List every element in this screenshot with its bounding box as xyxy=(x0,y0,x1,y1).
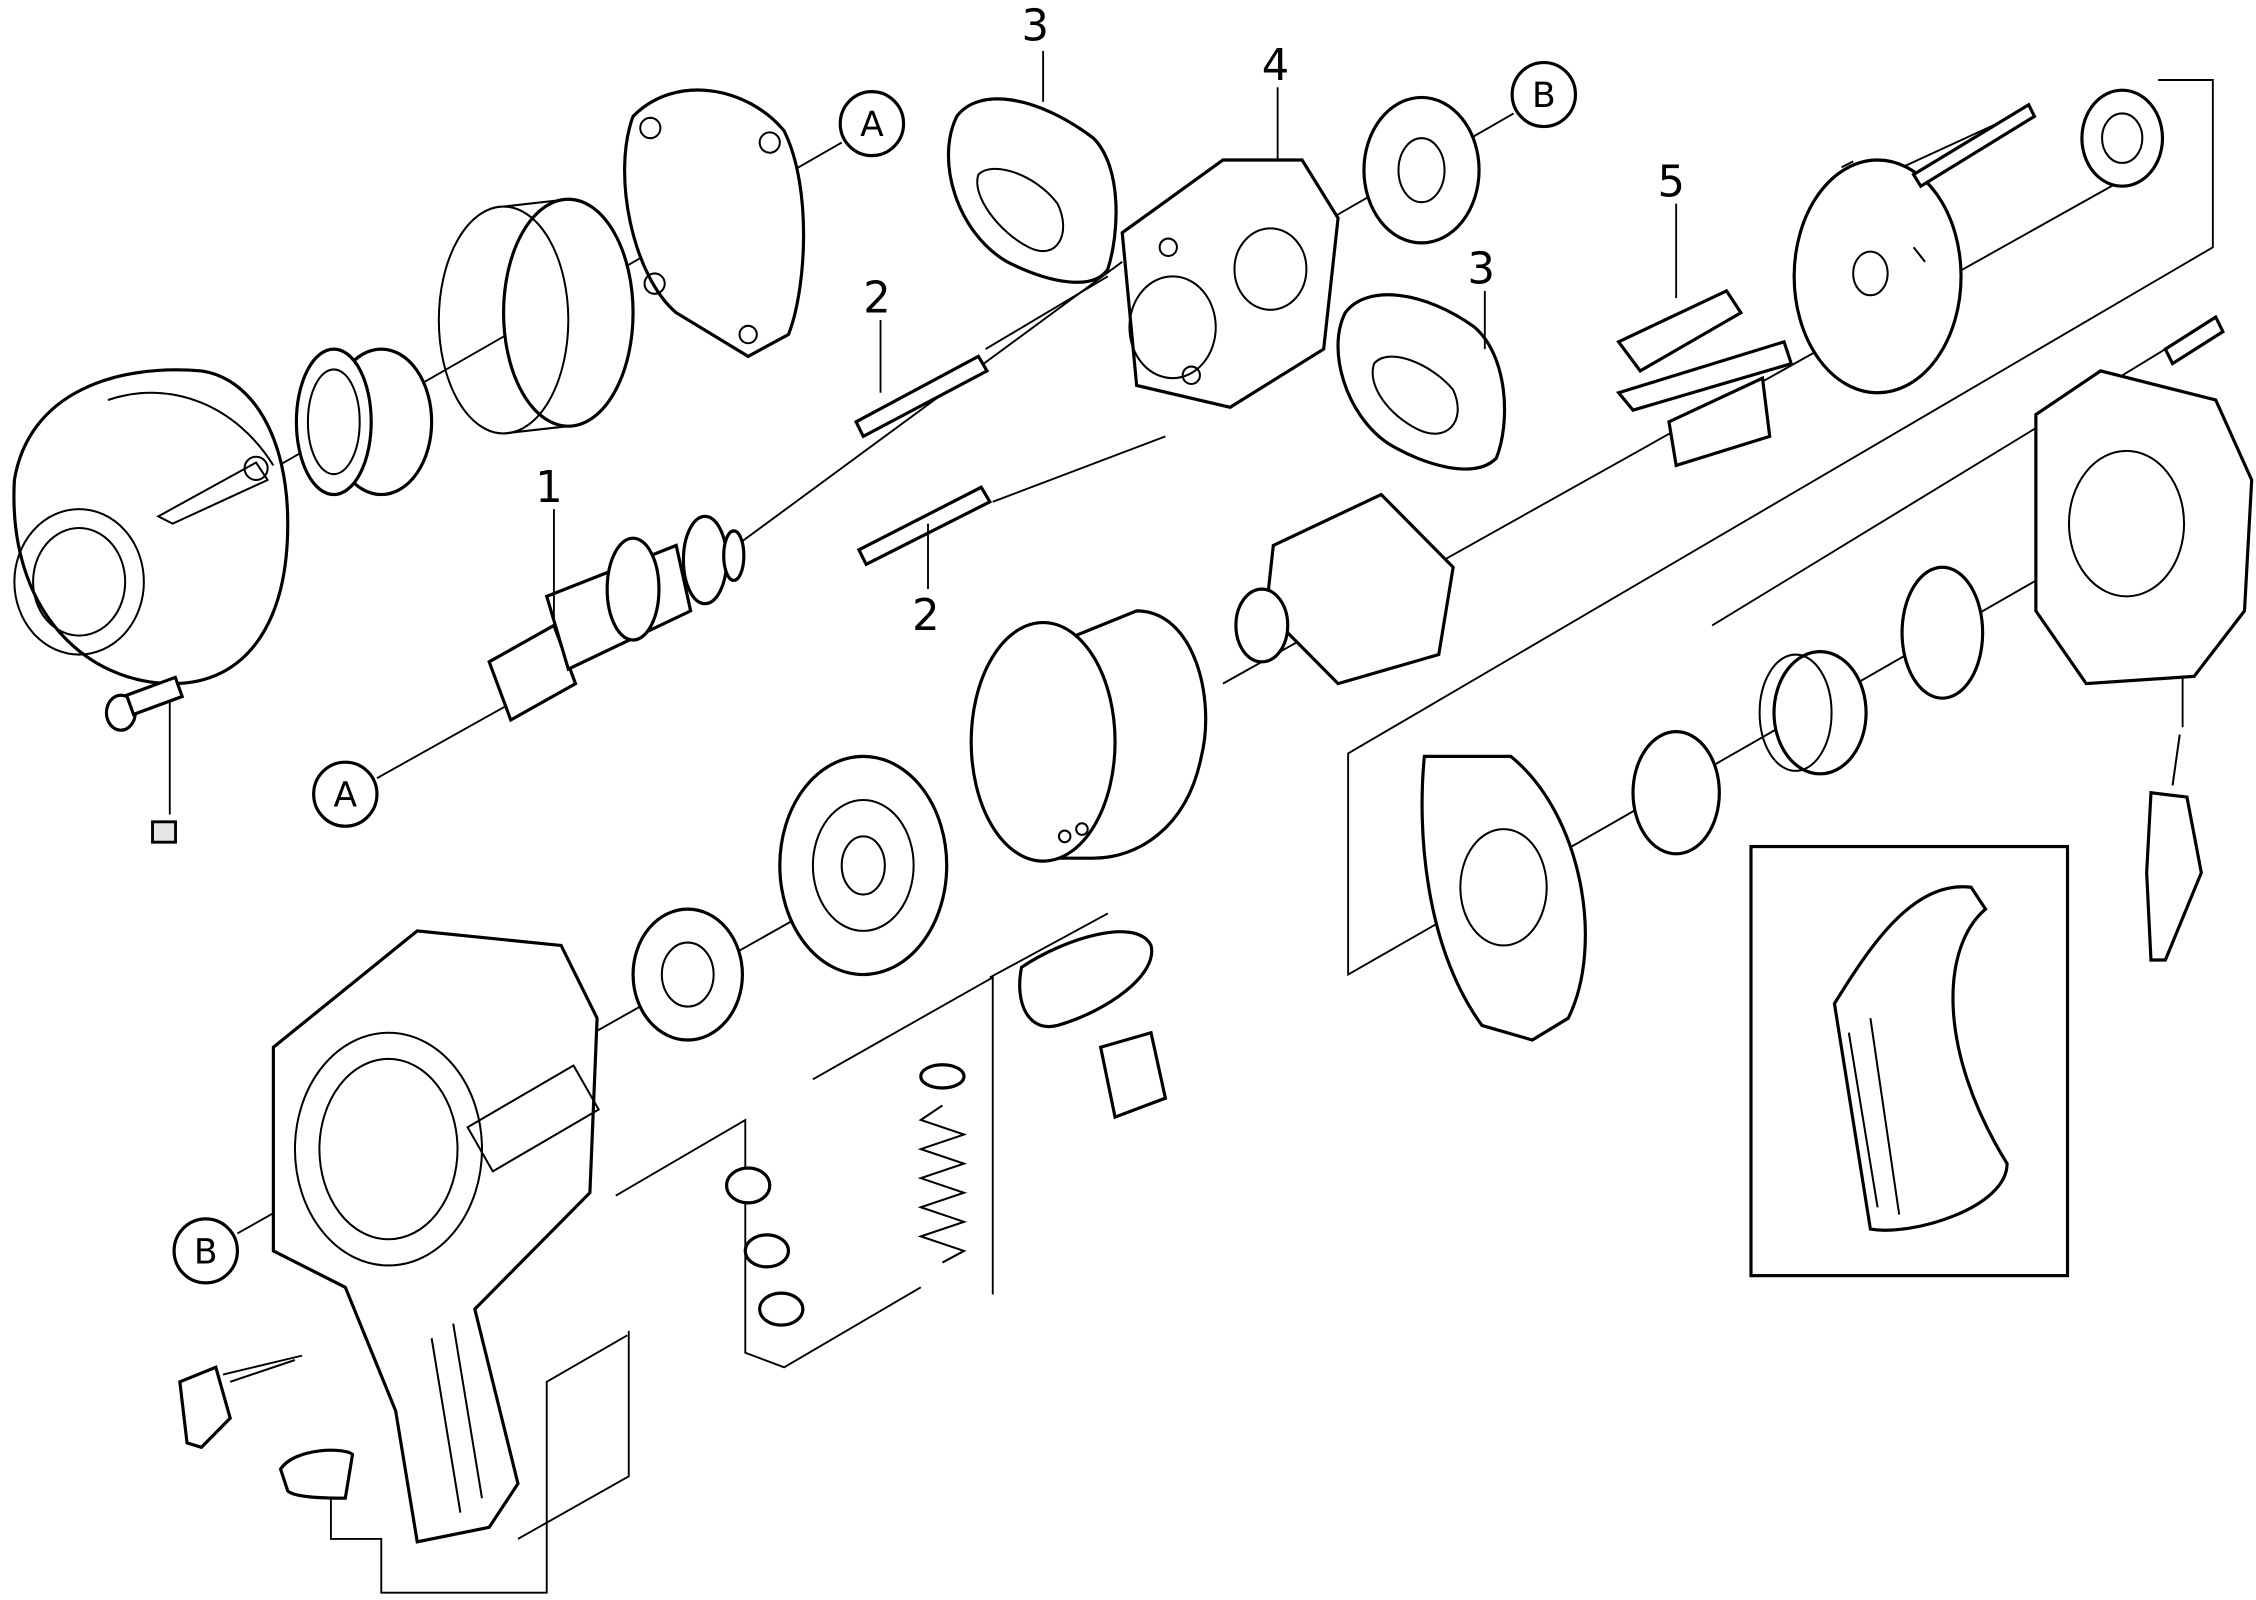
callout-b-bottom-label: B xyxy=(194,1232,218,1272)
reverse-lever xyxy=(2145,734,2203,962)
motor-housing xyxy=(271,929,601,1544)
part-number-1: 1 xyxy=(535,463,562,513)
callout-a-top-label: A xyxy=(860,105,884,145)
rear-cover xyxy=(2034,314,2254,686)
label-plate xyxy=(278,1448,355,1500)
part-number-leaders xyxy=(552,50,1678,619)
part-number-3-right: 3 xyxy=(1468,244,1495,294)
anvil-bushing xyxy=(294,347,434,497)
throttle-trigger xyxy=(178,1359,296,1450)
part-number-4: 4 xyxy=(1262,41,1289,91)
front-bearing xyxy=(631,907,744,1042)
thrust-washer xyxy=(1362,95,1481,245)
callout-a-bottom-label: A xyxy=(333,776,357,816)
housing-ring xyxy=(437,197,635,435)
callout-b-bottom: B xyxy=(172,1217,239,1285)
o-rings xyxy=(1631,565,1985,856)
valve-spring xyxy=(917,1063,968,1264)
part-number-3-upper: 3 xyxy=(1022,2,1049,52)
callout-b-top: B xyxy=(1510,60,1578,129)
exhaust-deflector xyxy=(1018,930,1168,1120)
case-screw xyxy=(104,675,185,844)
callout-a-top: A xyxy=(838,90,906,158)
callout-b-top-label: B xyxy=(1532,76,1556,116)
cylinder xyxy=(969,609,1208,863)
part-number-2-upper: 2 xyxy=(863,274,890,324)
rear-bearing xyxy=(2080,88,2165,188)
anvil-shaft xyxy=(487,514,746,723)
hammer-lower xyxy=(1336,293,1507,471)
part-number-5: 5 xyxy=(1657,157,1684,207)
hammer-cage xyxy=(1120,158,1340,409)
governor-wheel xyxy=(1758,650,1868,776)
valve-seal-stack xyxy=(724,1166,805,1327)
hammer-case xyxy=(12,368,290,686)
front-end-plate xyxy=(778,754,949,977)
rotor xyxy=(1234,492,1455,686)
front-gasket xyxy=(623,88,806,359)
rotor-vanes xyxy=(1615,288,1794,468)
rear-end-plate xyxy=(1792,158,1963,395)
rear-gasket xyxy=(1420,754,1587,1042)
hammer-upper xyxy=(946,97,1118,284)
hammer-pins xyxy=(853,354,993,567)
rear-pin xyxy=(1911,102,2037,189)
inset-grip-view xyxy=(1749,844,2070,1278)
callout-a-bottom: A xyxy=(312,760,379,828)
part-number-2-lower: 2 xyxy=(912,591,939,641)
